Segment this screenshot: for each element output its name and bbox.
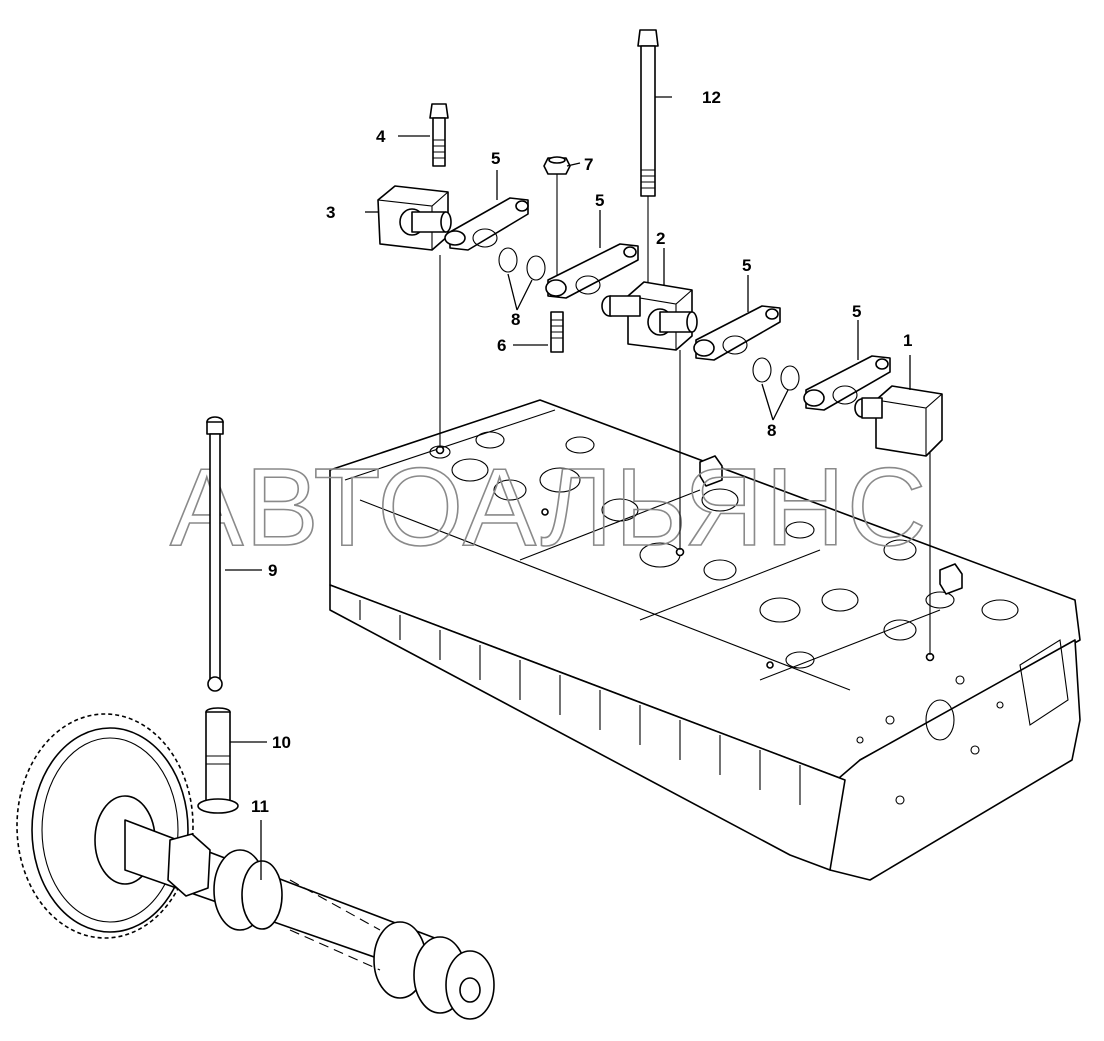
callout-9: 9 [268,561,277,580]
callout-10: 10 [272,733,291,752]
push-rod-part-9 [206,416,224,692]
circlip-part-8-a [498,247,546,281]
rocker-arm-part-5-c [693,305,781,361]
callout-7: 7 [584,155,593,174]
rocker-pedestal-part-1 [854,385,943,457]
rocker-pedestal-part-2 [601,281,698,351]
rocker-arm-part-5-d [803,355,891,411]
watermark: АВТОАЛЬЯНС [170,446,928,569]
callout-labels: 1 2 3 4 5 5 5 5 6 7 8 8 9 10 11 12 [251,88,912,816]
rocker-pedestal-part-3 [377,185,452,251]
circlip-part-8-b [752,357,800,391]
callout-2: 2 [656,229,665,248]
adjusting-screw-part-6 [550,311,564,353]
callout-3: 3 [326,203,335,222]
callout-5-c: 5 [742,256,751,275]
rocker-arm-part-5-a [444,197,529,251]
callout-5-a: 5 [491,149,500,168]
camshaft-gear-part-11 [16,713,495,1020]
callout-12: 12 [702,88,721,107]
bolt-part-4 [429,103,449,167]
callout-8-b: 8 [767,421,776,440]
callout-4: 4 [376,127,386,146]
nut-part-7 [543,156,571,175]
callout-5-b: 5 [595,191,604,210]
callout-1: 1 [903,331,912,350]
tappet-part-10 [197,707,239,814]
leader-lines [225,96,911,880]
callout-6: 6 [497,336,506,355]
callout-5-d: 5 [852,302,861,321]
rocker-arm-part-5-b [545,243,639,299]
long-bolt-part-12 [637,29,659,197]
callout-8-a: 8 [511,310,520,329]
callout-11: 11 [251,797,269,816]
cylinder-head [329,399,1081,881]
